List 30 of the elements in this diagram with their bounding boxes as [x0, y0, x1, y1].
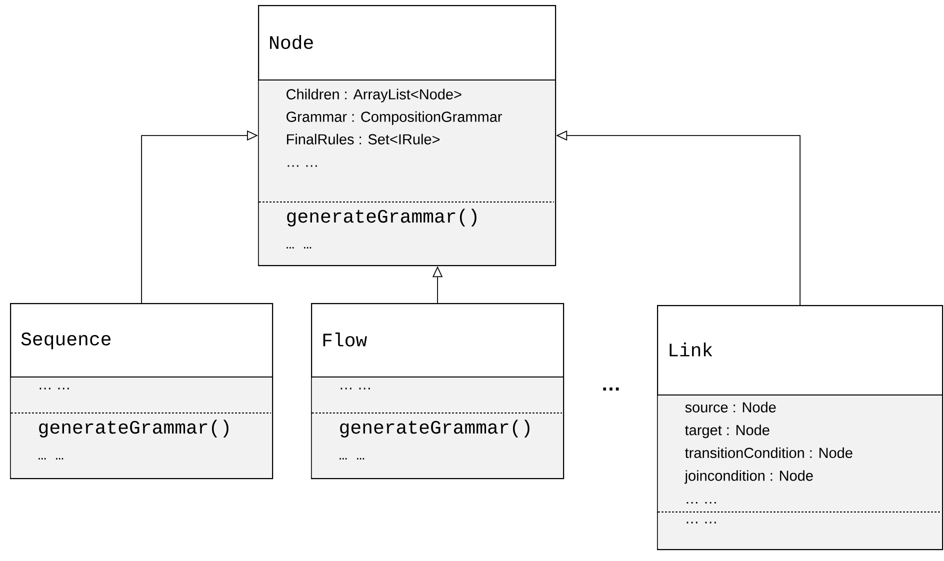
class-compartment [312, 414, 563, 478]
method-text: … … [340, 458, 364, 460]
class-name: Sequence [21, 332, 110, 350]
attribute-text: joincondition : Node [684, 470, 813, 484]
class-name: Flow [323, 332, 367, 346]
method-text: … … [286, 247, 312, 249]
method-text: generateGrammar() [287, 208, 476, 226]
attribute-text: source : Node [685, 402, 776, 412]
class-compartment [258, 80, 555, 202]
attribute-text: … … [340, 388, 370, 390]
class-compartment [658, 512, 942, 549]
method-text: generateGrammar() [340, 420, 530, 438]
class-compartment [258, 202, 555, 265]
attribute-text: … … [686, 502, 716, 504]
class-compartment [10, 414, 272, 478]
attribute-text: Children : ArrayList<Node> [286, 88, 462, 102]
attribute-text: … … [288, 165, 317, 167]
attribute-text: … … [40, 388, 69, 390]
attribute-text: transitionCondition : Node [685, 447, 852, 458]
attribute-text: FinalRules : Set<IRule> [287, 134, 440, 144]
method-text: … … [38, 458, 64, 460]
method-text: generateGrammar() [39, 420, 228, 438]
attribute-text: Grammar : CompositionGrammar [286, 111, 502, 125]
class-name: Node [270, 35, 313, 50]
class-compartment [10, 378, 272, 413]
method-text: … … [686, 522, 716, 524]
class-name: Link [670, 342, 712, 356]
ellipsis-text: … [603, 388, 619, 390]
class-compartment [312, 378, 563, 413]
attribute-text: target : Node [685, 424, 770, 438]
